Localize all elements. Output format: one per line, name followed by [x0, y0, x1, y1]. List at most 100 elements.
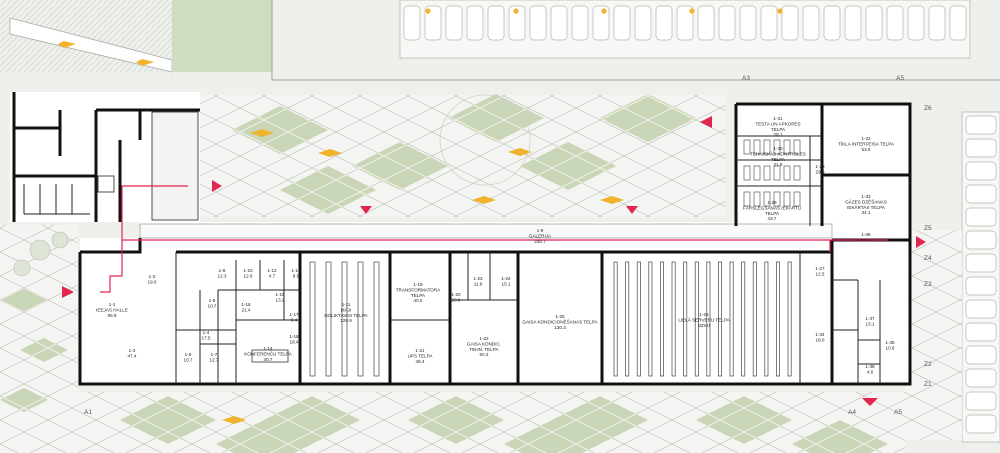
room-label-line: 1-26 [699, 312, 709, 317]
room-label-line: 1-31 [773, 116, 783, 121]
room-label-line: 29.0 [816, 169, 825, 174]
room-label-line: 4.7 [269, 273, 276, 278]
room-label-line: 10.7 [184, 357, 193, 362]
room-label-line: NOLIKTAVAS TELPA [324, 313, 368, 318]
room-label-line: 21.8 [774, 162, 783, 167]
grid-label-top: A5 [896, 75, 904, 82]
paving-left [0, 225, 78, 453]
room-label-line: 1-7 [211, 352, 218, 357]
room-label-line: 1-33 [861, 194, 871, 199]
room-label-line: 11.6 [474, 281, 483, 286]
conference-table [251, 349, 289, 363]
existing-building [10, 92, 200, 222]
room-label-line: TEHNISKĀS KONTROLES [750, 150, 806, 156]
room-label-line: IEKĀRTAS TELPA [847, 204, 886, 210]
room-label-line: 1-3 [129, 348, 136, 353]
room-label-line: 1-10 [243, 268, 253, 273]
room-label-line: 1-27 [815, 266, 825, 271]
room-label-line: 60.7 [862, 237, 871, 242]
room-label-line: 8.6 [293, 273, 300, 278]
room-label-line: 1-34 [815, 332, 825, 337]
room-label-line: 43.7 [768, 216, 777, 221]
lawn-top [172, 0, 272, 72]
room-label-line: 246.7 [534, 239, 546, 244]
room-label-line: GALERIJA [529, 233, 552, 238]
grid-label-bottom: A4 [848, 409, 856, 416]
room-label-line: 1-20 [451, 292, 461, 297]
room-label-line: 1-6 [185, 352, 192, 357]
paving-star-markers [250, 129, 624, 204]
room-label-line: TĪKLA INTERFEISA TELPA [838, 140, 895, 146]
room-label-line: 1-14 [263, 346, 273, 351]
site-kerb [271, 0, 1000, 81]
room-label-line: 129.9 [340, 318, 352, 323]
room-label-line: GĀZES DZĒŠANAS [845, 198, 887, 204]
entrance-markers [62, 116, 926, 406]
grid-label-bottom: A1 [84, 409, 92, 416]
room-label-line: 1-23 [473, 276, 483, 281]
courtyard-circle [439, 94, 531, 186]
parking-right [961, 111, 1000, 443]
room-label-line: 1-35 [885, 340, 895, 345]
room-label-line: 17.5 [202, 335, 211, 340]
room-label-line: 329.0 [698, 323, 710, 328]
room-label-line: 1-1 [109, 302, 116, 307]
grid-label-right: Z3 [924, 281, 932, 288]
room-label-line: 1-11 [342, 302, 351, 307]
room-label-line: 53.6 [862, 147, 871, 152]
room-label-line: 1-24 [501, 276, 511, 281]
room-label-line: TELPA [765, 211, 780, 216]
room-label-line: 12.3 [218, 273, 227, 278]
storage-racks-1-11 [309, 261, 380, 377]
room-label-line: UPS TELPA [408, 353, 434, 358]
room-label-line: 4.6 [867, 369, 874, 374]
paving-right [905, 230, 962, 440]
room-label-line: MĀJI [341, 306, 351, 312]
circulation-route [100, 185, 888, 293]
server-racks-1-26 [613, 261, 792, 377]
room-label-line: TELPA [771, 127, 786, 132]
room-label-line: TELPA [771, 157, 786, 162]
room-label-line: 40.0 [414, 298, 423, 303]
grid-label-right: Z1 [924, 381, 932, 388]
room-label-line: TELPA [411, 293, 426, 298]
room-label-line: 130.3 [554, 325, 566, 330]
room-label-line: 1-17 [289, 312, 299, 317]
room-label-line: GAISA KONDIC. [467, 341, 501, 346]
room-label-line: 20.0 [452, 297, 461, 302]
room-label-line: 6.4 [291, 317, 298, 322]
room-label-line: 47.4 [128, 353, 137, 358]
room-label-line: 12.9 [244, 273, 253, 278]
room-label-line: 1-8 [219, 268, 226, 273]
room-label-line: 1-18 [289, 334, 299, 339]
room-label-line: 1-32 [861, 136, 871, 141]
